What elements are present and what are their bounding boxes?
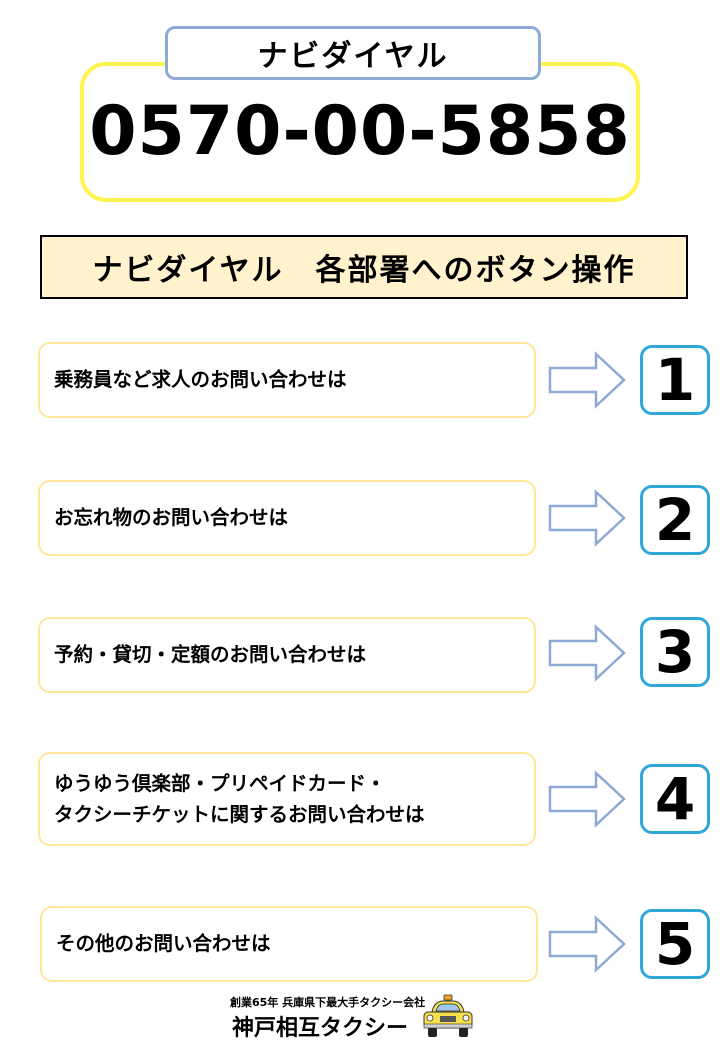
option-description: 予約・貸切・定額のお問い合わせは <box>38 617 536 693</box>
option-description: その他のお問い合わせは <box>40 906 538 982</box>
company-tagline: 創業65年 兵庫県下最大手タクシー会社 <box>230 996 426 1009</box>
arrow-right-icon <box>548 351 626 409</box>
option-description: 乗務員など求人のお問い合わせは <box>38 342 536 418</box>
section-title: ナビダイヤル 各部署へのボタン操作 <box>40 235 688 299</box>
navi-dial-label: ナビダイヤル <box>165 26 541 80</box>
option-description: お忘れ物のお問い合わせは <box>38 480 536 556</box>
phone-number[interactable]: 0570-00-5858 <box>89 92 631 171</box>
arrow-right-icon <box>548 915 626 973</box>
company-footer: 創業65年 兵庫県下最大手タクシー会社 神戸相互タクシー <box>230 994 490 1041</box>
button-number-5: 5 <box>640 909 710 979</box>
arrow-right-icon <box>548 770 626 828</box>
taxi-icon <box>423 994 473 1037</box>
option-description-line-1: ゆうゆう倶楽部・プリペイドカード・ <box>54 771 386 795</box>
button-number-3: 3 <box>640 617 710 687</box>
arrow-right-icon <box>548 489 626 547</box>
option-description: ゆうゆう倶楽部・プリペイドカード・ タクシーチケットに関するお問い合わせは <box>38 752 536 846</box>
button-number-2: 2 <box>640 485 710 555</box>
button-number-1: 1 <box>640 345 710 415</box>
company-name: 神戸相互タクシー <box>232 1016 409 1041</box>
arrow-right-icon <box>548 624 626 682</box>
button-number-4: 4 <box>640 764 710 834</box>
option-description-line-2: タクシーチケットに関するお問い合わせは <box>54 803 425 826</box>
